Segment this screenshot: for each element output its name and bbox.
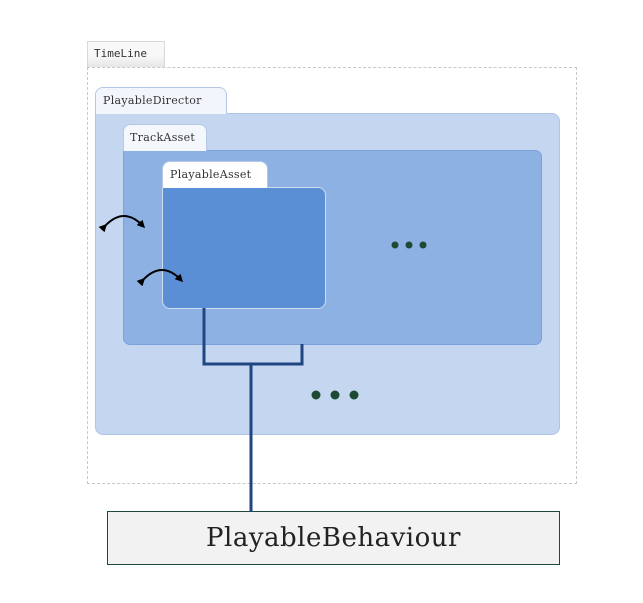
curved-double-arrow-icon xyxy=(98,215,146,233)
playable-asset-label: PlayableAsset xyxy=(170,168,252,181)
playable-asset-tab: PlayableAsset xyxy=(162,161,268,188)
timeline-tab: TimeLine xyxy=(87,41,165,67)
ellipsis-icon xyxy=(311,390,359,400)
playable-behaviour-box: PlayableBehaviour xyxy=(107,511,560,565)
timeline-frame xyxy=(87,67,577,484)
timeline-label: TimeLine xyxy=(94,47,147,60)
track-asset-tab: TrackAsset xyxy=(123,124,207,151)
playable-director-label: PlayableDirector xyxy=(103,94,202,107)
connector-bracket-line xyxy=(202,308,304,366)
playable-behaviour-label: PlayableBehaviour xyxy=(206,523,461,553)
curved-double-arrow-icon xyxy=(136,269,184,287)
ellipsis-icon xyxy=(391,241,427,249)
connector-bracket xyxy=(202,308,304,512)
playable-director-tab: PlayableDirector xyxy=(95,87,227,114)
track-asset-label: TrackAsset xyxy=(130,131,196,144)
